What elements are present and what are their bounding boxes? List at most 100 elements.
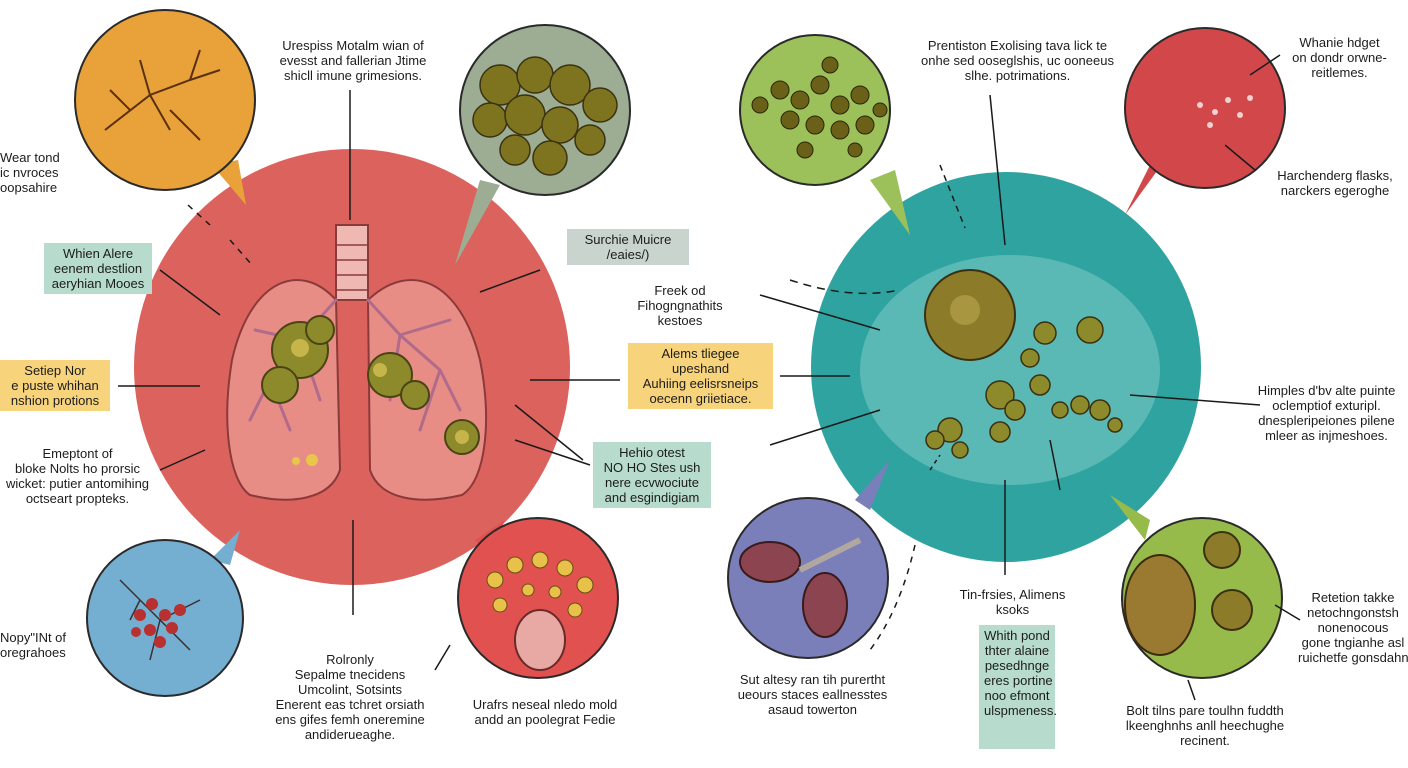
label-line: andd an poolegrat Fedie [474,712,616,727]
label-line: Alems tliegee [661,346,740,361]
label-line: Prentiston Exolising tava lick te [927,38,1108,53]
label-line: dnespleripeiones pilene [1258,413,1395,428]
label-line: Freek od [654,283,706,298]
label-line: ic nvroces [0,165,59,180]
label-line: Tin-frsies, Alimens [959,587,1066,602]
label-line: Bolt tilns pare toulhn fuddth [1126,703,1284,718]
orange-bubble [74,9,256,191]
label-line: evesst and fallerian Jtime [279,53,427,68]
label-line: lkeenghnhs anll heechughe [1125,718,1285,733]
label-line: oecenn griietiace. [649,391,752,406]
label-whith-pond: Whith pond thter alaine pesedhnge eres p… [979,625,1057,749]
label-line: Rolronly [326,652,374,667]
label-line: pesedhnge [984,658,1050,673]
label-prentiston: Prentiston Exolising tava lick te onhe s… [910,38,1125,83]
label-harchenderg: Harchenderg flasks, narckers egeroghe [1265,168,1405,198]
label-line: Wear tond [0,150,60,165]
label-line: e puste whihan [11,378,99,393]
label-line: Whien Alere [62,246,134,261]
label-line: Harchenderg flasks, [1277,168,1393,183]
label-line: Surchie Muicre [584,232,672,247]
label-line: asaud towerton [768,702,857,717]
label-surchie: Surchie Muicre /eaies/) [567,229,689,265]
alveoli-icon [131,598,186,648]
label-line: Whanie hdget [1299,35,1380,50]
label-line: upeshand [671,361,730,376]
label-retetion: Retetion takke netochngonstsh nonenocous… [1298,590,1408,665]
fibrous-tissue-icon [104,49,221,141]
label-line: and esgindigiam [604,490,700,505]
label-line: gone tngianhe asl [1301,635,1405,650]
label-line: Urafrs neseal nledo mold [472,697,618,712]
label-wear: Wear tond ic nvroces oopsahire [0,150,60,195]
label-line: Nopy"INt of [0,630,67,645]
label-line: slhe. potrimations. [964,68,1071,83]
label-line: kestoes [657,313,703,328]
label-emeptont: Emeptont of bloke Nolts ho prorsic wicke… [0,446,155,506]
label-line: nere ecvwociute [605,475,699,490]
label-sut-altesy: Sut altesy ran tih purertht ueours stace… [725,672,900,717]
label-line: on dondr orwne- [1292,50,1387,65]
label-whanie: Whanie hdget on dondr orwne- reitlemes. [1282,35,1397,80]
label-rolronly: Rolronly Sepalme tnecidens Umcolint, Sot… [255,652,445,742]
leader-lines [118,54,1301,701]
label-line: andiderueaghe. [304,727,396,742]
label-tin-frsies: Tin-frsies, Alimens ksoks [945,587,1080,617]
label-line: ksoks [995,602,1030,617]
label-line: eres portine [984,673,1053,688]
label-line: mleer as injmeshoes. [1265,428,1388,443]
label-line: nonenocous [1317,620,1389,635]
red-tissue-bubble [1124,27,1286,189]
label-line: recinent. [1180,733,1230,748]
label-line: ens gifes femh oneremine [275,712,425,727]
label-line: aeryhian Mooes [51,276,145,291]
label-line: Himples d'bv alte puinte [1257,383,1396,398]
label-line: Enerent eas tchret orsiath [275,697,425,712]
label-freek: Freek od Fihogngnathits kestoes [625,283,735,328]
label-line: oregrahoes [0,645,66,660]
label-line: narckers egeroghe [1280,183,1390,198]
label-urafrs: Urafrs neseal nledo mold andd an poolegr… [445,697,645,727]
label-line: bloke Nolts ho prorsic [15,461,140,476]
label-line: ruichetfe gonsdahne [1298,650,1408,665]
label-line: ueours staces eallnesstes [737,687,888,702]
label-line: Whith pond [984,628,1050,643]
label-line: Umcolint, Sotsints [297,682,403,697]
label-line: noo efmont [984,688,1050,703]
label-nopy: Nopy"INt of oregrahoes [0,630,66,660]
label-line: oclemptiof exturipl. [1272,398,1381,413]
label-line: shicll imune grimesions. [284,68,422,83]
label-line: reitlemes. [1311,65,1368,80]
label-line: Sut altesy ran tih purertht [739,672,886,687]
label-alems: Alems tliegee upeshand Auhiing eelisrsne… [628,343,773,409]
spore-cluster-icon [472,56,618,176]
label-himples: Himples d'bv alte puinte oclemptiof extu… [1245,383,1408,443]
label-line: Emeptont of [42,446,113,461]
label-when-alere: Whien Alere eenem destlion aeryhian Mooe… [44,243,152,294]
label-line: Urespiss Motalm wian of [282,38,424,53]
label-line: Retetion takke [1311,590,1395,605]
label-line: netochngonstsh [1307,605,1399,620]
coral-bubble [457,517,619,679]
label-line: Fihogngnathits [637,298,723,313]
label-line: octseart propteks. [25,491,130,506]
label-top-center: Urespiss Motalm wian of evesst and falle… [258,38,448,83]
label-line: oopsahire [0,180,58,195]
mold-colony-icon [924,269,1123,459]
label-line: Setiep Nor [24,363,86,378]
label-line: Hehio otest [619,445,685,460]
label-setiep: Setiep Nor e puste whihan nshion protion… [0,360,110,411]
label-line: nshion protions [10,393,100,408]
label-line: thter alaine [984,643,1050,658]
label-bolt: Bolt tilns pare toulhn fuddth lkeenghnhs… [1115,703,1295,748]
label-line: Auhiing eelisrsneips [642,376,759,391]
lungs-illustration [226,224,487,501]
label-line: Sepalme tnecidens [294,667,406,682]
label-line: ulspmeness. [984,703,1057,718]
tissue-icon [1197,95,1253,128]
label-line: wicket: putier antomihing [5,476,150,491]
purple-bubble [727,497,889,659]
label-line: onhe sed ooseglshis, uc ooneeus [921,53,1114,68]
label-line: eenem destlion [53,261,143,276]
